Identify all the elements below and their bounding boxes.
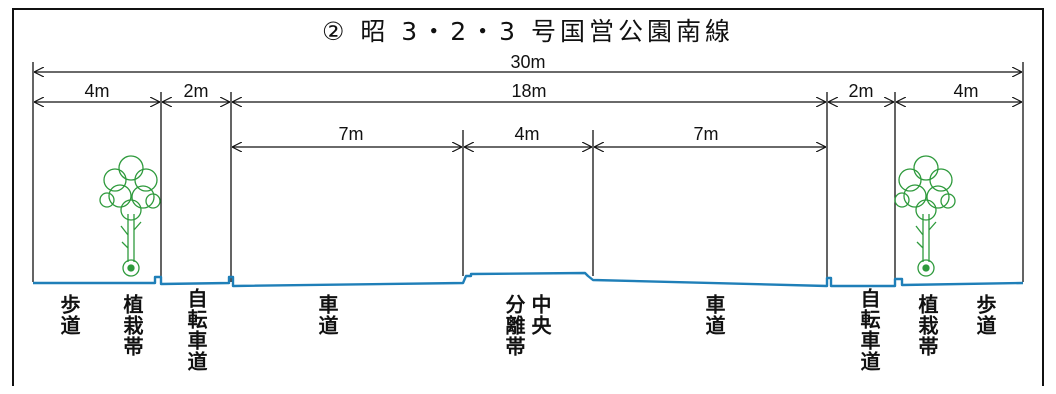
tree-right-icon: [894, 155, 956, 277]
dim-median: 4m: [514, 124, 539, 144]
label-right-roadway: 車道: [702, 294, 726, 336]
dim-carriageway: 18m: [511, 81, 546, 101]
dim-right-bike: 2m: [848, 81, 873, 101]
label-right-sidewalk: 歩道: [973, 294, 997, 336]
label-left-planting: 植栽帯: [120, 294, 144, 357]
label-right-bikeway: 自転車道: [857, 288, 881, 372]
diagram-frame: [12, 8, 1044, 386]
dim-right-walk: 4m: [953, 81, 978, 101]
tree-left-icon: [99, 155, 161, 277]
label-left-bikeway: 自転車道: [184, 288, 208, 372]
dim-lane-left: 7m: [338, 124, 363, 144]
dim-left-bike: 2m: [183, 81, 208, 101]
ground-profile-line: [33, 271, 1024, 288]
label-right-planting: 植栽帯: [915, 294, 939, 357]
label-left-roadway: 車道: [315, 294, 339, 336]
dim-lane-right: 7m: [693, 124, 718, 144]
label-left-sidewalk: 歩道: [57, 294, 81, 336]
dim-left-walk: 4m: [84, 81, 109, 101]
dimension-arrows: [34, 72, 1022, 147]
label-median-b: 中央: [528, 294, 552, 336]
diagram-title: ② 昭 3・2・3 号国営公園南線: [322, 17, 734, 46]
label-median-a: 分離帯: [502, 294, 526, 357]
dim-total: 30m: [510, 52, 545, 72]
boundary-lines: [32, 62, 1024, 282]
